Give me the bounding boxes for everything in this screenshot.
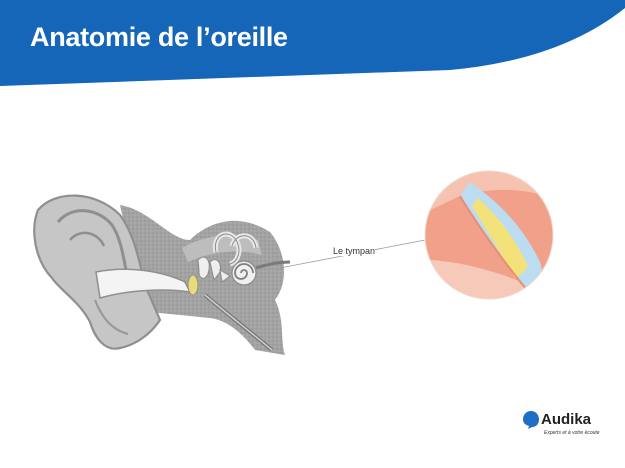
auditory-nerve (255, 260, 291, 270)
brand-logo: Audika Experts et à votre écoute (522, 410, 612, 444)
ossicles (197, 256, 231, 283)
callout-label-tympan: Le tympan (333, 246, 376, 256)
ear-anatomy-diagram (33, 170, 554, 355)
eardrum-zoom-inset (425, 171, 553, 299)
brand-name: Audika (541, 411, 592, 428)
header-band (0, 0, 625, 86)
cochlea (231, 260, 257, 286)
page-title: Anatomie de l’oreille (30, 22, 288, 52)
eardrum (187, 274, 199, 296)
audika-logo-icon (523, 411, 539, 429)
brand-tagline: Experts et à votre écoute (544, 430, 600, 436)
